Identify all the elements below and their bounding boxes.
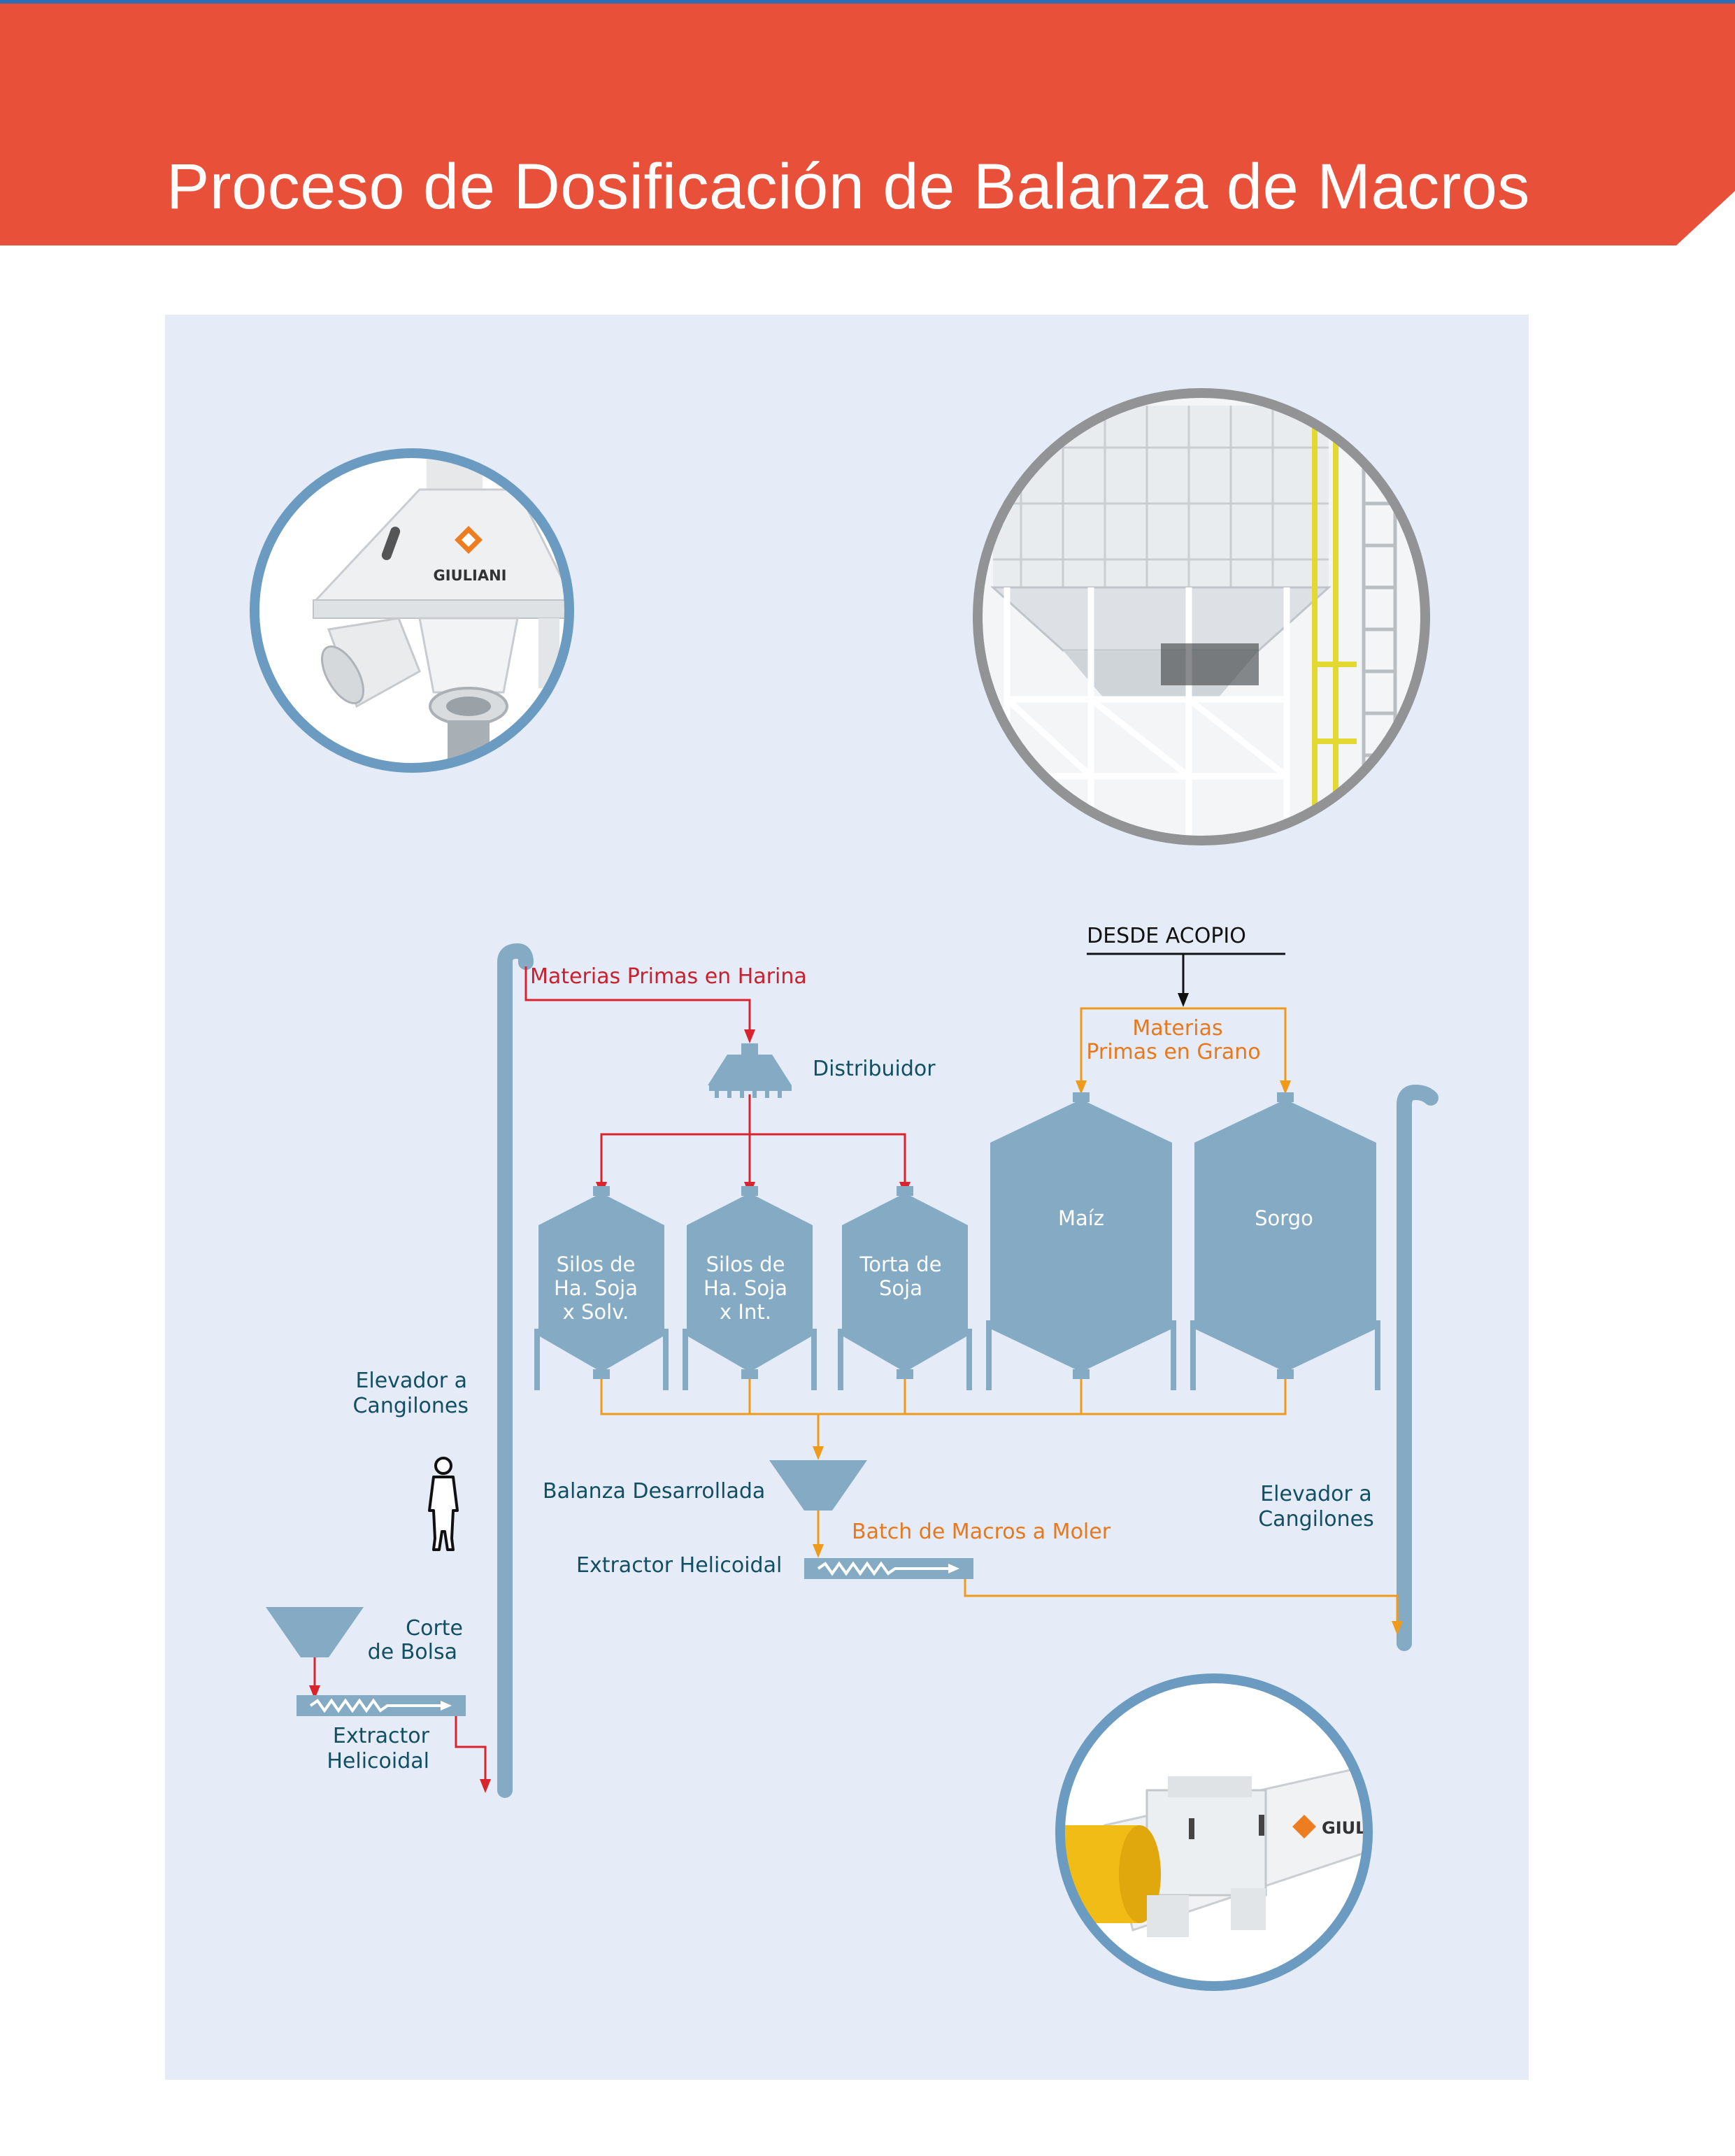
materias-grano-label-1: Materias: [1132, 1016, 1222, 1041]
center-screw-extractor: [804, 1558, 973, 1579]
silo-3-line1: Maíz: [1058, 1206, 1104, 1230]
batch-label: Batch de Macros a Moler: [852, 1520, 1111, 1544]
grano-flow-lines: [1080, 1007, 1287, 1080]
desde-acopio-label: DESDE ACOPIO: [1087, 924, 1246, 948]
person-icon: [428, 1457, 459, 1551]
right-bucket-elevator: [1397, 1084, 1438, 1651]
silo-2-line2: Soja: [879, 1276, 922, 1300]
giuliani-logo-icon: [455, 526, 483, 554]
silo-0-line3: x Solv.: [563, 1300, 629, 1324]
title-banner: [0, 3, 1735, 245]
corte-label-2: de Bolsa: [368, 1640, 457, 1664]
materias-harina-label: Materias Primas en Harina: [530, 964, 807, 989]
balanza-label: Balanza Desarrollada: [543, 1479, 765, 1504]
conveyor-logo-text: GIULIAI: [1322, 1818, 1392, 1838]
page-title: Proceso de Dosificación de Balanza de Ma…: [166, 151, 1530, 222]
collector-arrowheads: [813, 1446, 1403, 1635]
hopper-photo: GIULIANI: [250, 448, 574, 773]
silo-structure-photo: [973, 388, 1430, 845]
desde-acopio-arrowhead: [1178, 993, 1189, 1007]
distribuidor-label: Distribuidor: [813, 1057, 936, 1081]
distribuidor-equipment: [708, 1043, 792, 1098]
silo-2-line1: Torta de: [859, 1252, 941, 1276]
corte-label-1: Corte: [406, 1616, 463, 1641]
silo-torta-soja: [838, 1186, 972, 1390]
balanza-hopper: [769, 1460, 867, 1511]
conveyor-logo-icon: [1292, 1815, 1316, 1839]
silo-1-line1: Silos de: [706, 1252, 785, 1276]
extractor-left-label-1: Extractor: [333, 1724, 430, 1748]
diagram-labels: Materias Primas en Harina Distribuidor D…: [327, 924, 1373, 1773]
elevador-right-label-1: Elevador a: [1260, 1482, 1372, 1506]
silo-sorgo: [1190, 1092, 1380, 1390]
extractor-center-label: Extractor Helicoidal: [576, 1553, 782, 1578]
elevador-right-label-2: Cangilones: [1258, 1507, 1374, 1532]
silo-maiz: [986, 1092, 1176, 1390]
silo-1-line3: x Int.: [720, 1300, 771, 1324]
corte-bolsa-hopper: [266, 1607, 364, 1657]
left-bucket-elevator: [497, 943, 534, 1798]
hopper-logo-text: GIULIANI: [434, 567, 507, 584]
corte-flow-lines: [313, 1657, 487, 1779]
materias-grano-label-2: Primas en Grano: [1086, 1040, 1260, 1064]
silo-0-line1: Silos de: [557, 1252, 636, 1276]
harina-flow-lines: [524, 966, 906, 1189]
left-screw-extractor: [297, 1695, 466, 1716]
silo-labels: Silos de Ha. Soja x Solv. Silos de Ha. S…: [554, 1206, 1313, 1324]
silo-4-line1: Sorgo: [1255, 1206, 1313, 1230]
grano-arrowheads: [1076, 1080, 1291, 1094]
silo-1-line2: Ha. Soja: [704, 1276, 787, 1300]
elevador-left-label-1: Elevador a: [355, 1369, 467, 1393]
elevador-left-label-2: Cangilones: [352, 1394, 469, 1418]
silo-ha-soja-solv: [534, 1186, 669, 1390]
extractor-left-label-2: Helicoidal: [327, 1749, 429, 1773]
silo-ha-soja-int: [683, 1186, 817, 1390]
corte-arrowheads: [309, 1685, 491, 1793]
conveyor-photo: GIULIAI: [1055, 1673, 1392, 1991]
silo-0-line2: Ha. Soja: [554, 1276, 638, 1300]
top-accent-line: [0, 0, 1735, 3]
